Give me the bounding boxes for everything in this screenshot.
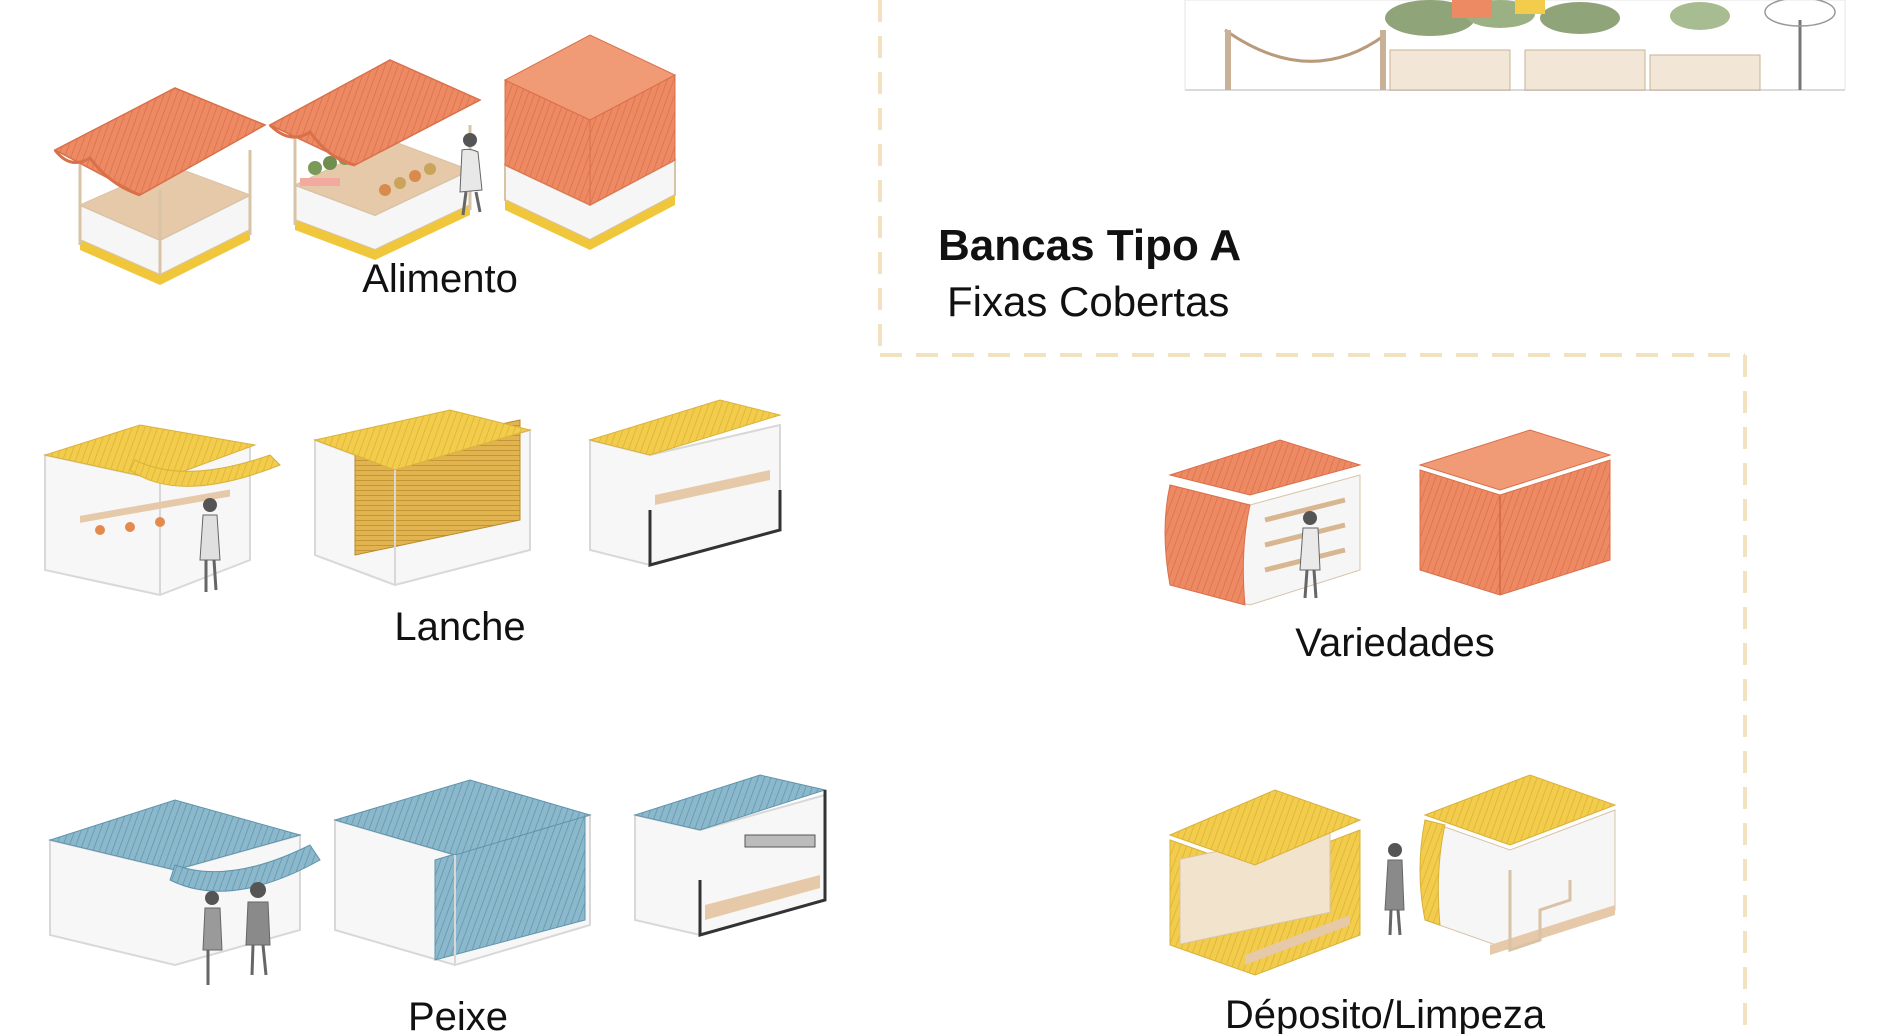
person-figure [199, 498, 221, 592]
person-figure [459, 133, 483, 216]
market-elevation-drawing [1184, 0, 1846, 91]
variedades-stall-2 [1418, 429, 1612, 596]
peixe-stall-1 [48, 799, 321, 985]
alimento-stall-2 [268, 59, 483, 260]
alimento-label: Alimento [362, 257, 518, 301]
peixe-stall-3 [633, 774, 827, 937]
peixe-stall-2 [333, 779, 592, 967]
person-figure [245, 882, 271, 976]
deposito-label: Déposito/Limpeza [1225, 993, 1546, 1034]
person-figure [1299, 511, 1321, 599]
variedades-label: Variedades [1295, 621, 1494, 665]
peixe-label: Peixe [408, 995, 508, 1034]
section-title: Bancas Tipo A [938, 221, 1241, 270]
deposito-stall-2 [1419, 774, 1617, 955]
section-border [878, 0, 1747, 1034]
alimento-stall-1 [53, 87, 267, 285]
person-figure [1384, 843, 1405, 936]
person-figure [202, 891, 223, 985]
lanche-stall-3 [588, 399, 782, 567]
lanche-stall-1 [43, 424, 281, 597]
lanche-stall-2 [313, 409, 532, 587]
variedades-stall-1 [1164, 439, 1362, 606]
alimento-stall-3-closed [503, 34, 677, 250]
lanche-label: Lanche [394, 605, 525, 649]
deposito-stall-1 [1168, 789, 1362, 976]
section-subtitle: Fixas Cobertas [947, 278, 1229, 325]
